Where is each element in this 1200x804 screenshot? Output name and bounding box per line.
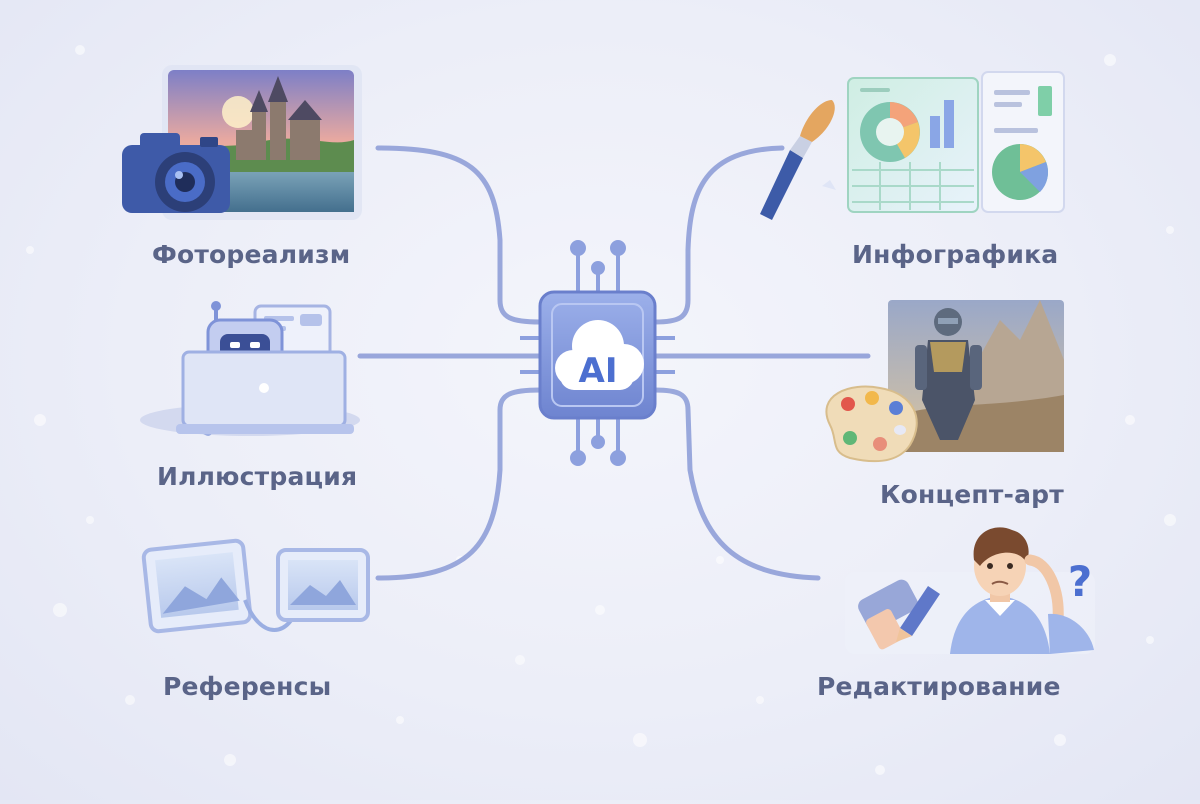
- pencil-icon: [896, 586, 940, 642]
- cloud-icon: [555, 320, 644, 390]
- label-references: Референсы: [163, 672, 332, 701]
- connector-editing: [652, 387, 821, 581]
- connector-references: [375, 387, 543, 581]
- castle-icon: [236, 76, 322, 160]
- ai-chip: AI: [520, 240, 675, 466]
- camera-icon: [122, 133, 230, 213]
- illustration-illustration: [140, 301, 360, 436]
- eraser-icon: [858, 579, 918, 650]
- label-concept-art: Концепт-арт: [880, 480, 1064, 509]
- connector-photorealism: [375, 145, 543, 325]
- confused-man-figure: [950, 527, 1094, 654]
- label-infographics: Инфографика: [852, 240, 1059, 269]
- ai-hub-text: AI: [579, 351, 618, 391]
- question-mark: ?: [1068, 557, 1092, 606]
- laptop-icon: [176, 350, 354, 434]
- label-editing: Редактирование: [817, 672, 1061, 701]
- photorealism-illustration: [122, 65, 362, 220]
- warrior-figure: [915, 308, 982, 440]
- label-illustration: Иллюстрация: [157, 462, 358, 491]
- editing-illustration: ?: [845, 527, 1095, 654]
- concept-art-illustration: [825, 300, 1064, 463]
- connector-lines: [357, 145, 871, 581]
- paintbrush-icon: [760, 100, 836, 220]
- label-photorealism: Фотореализм: [152, 240, 351, 269]
- references-illustration: [141, 538, 370, 634]
- connector-infographics: [652, 145, 785, 325]
- palette-icon: [825, 385, 918, 463]
- infographics-illustration: [760, 71, 1065, 220]
